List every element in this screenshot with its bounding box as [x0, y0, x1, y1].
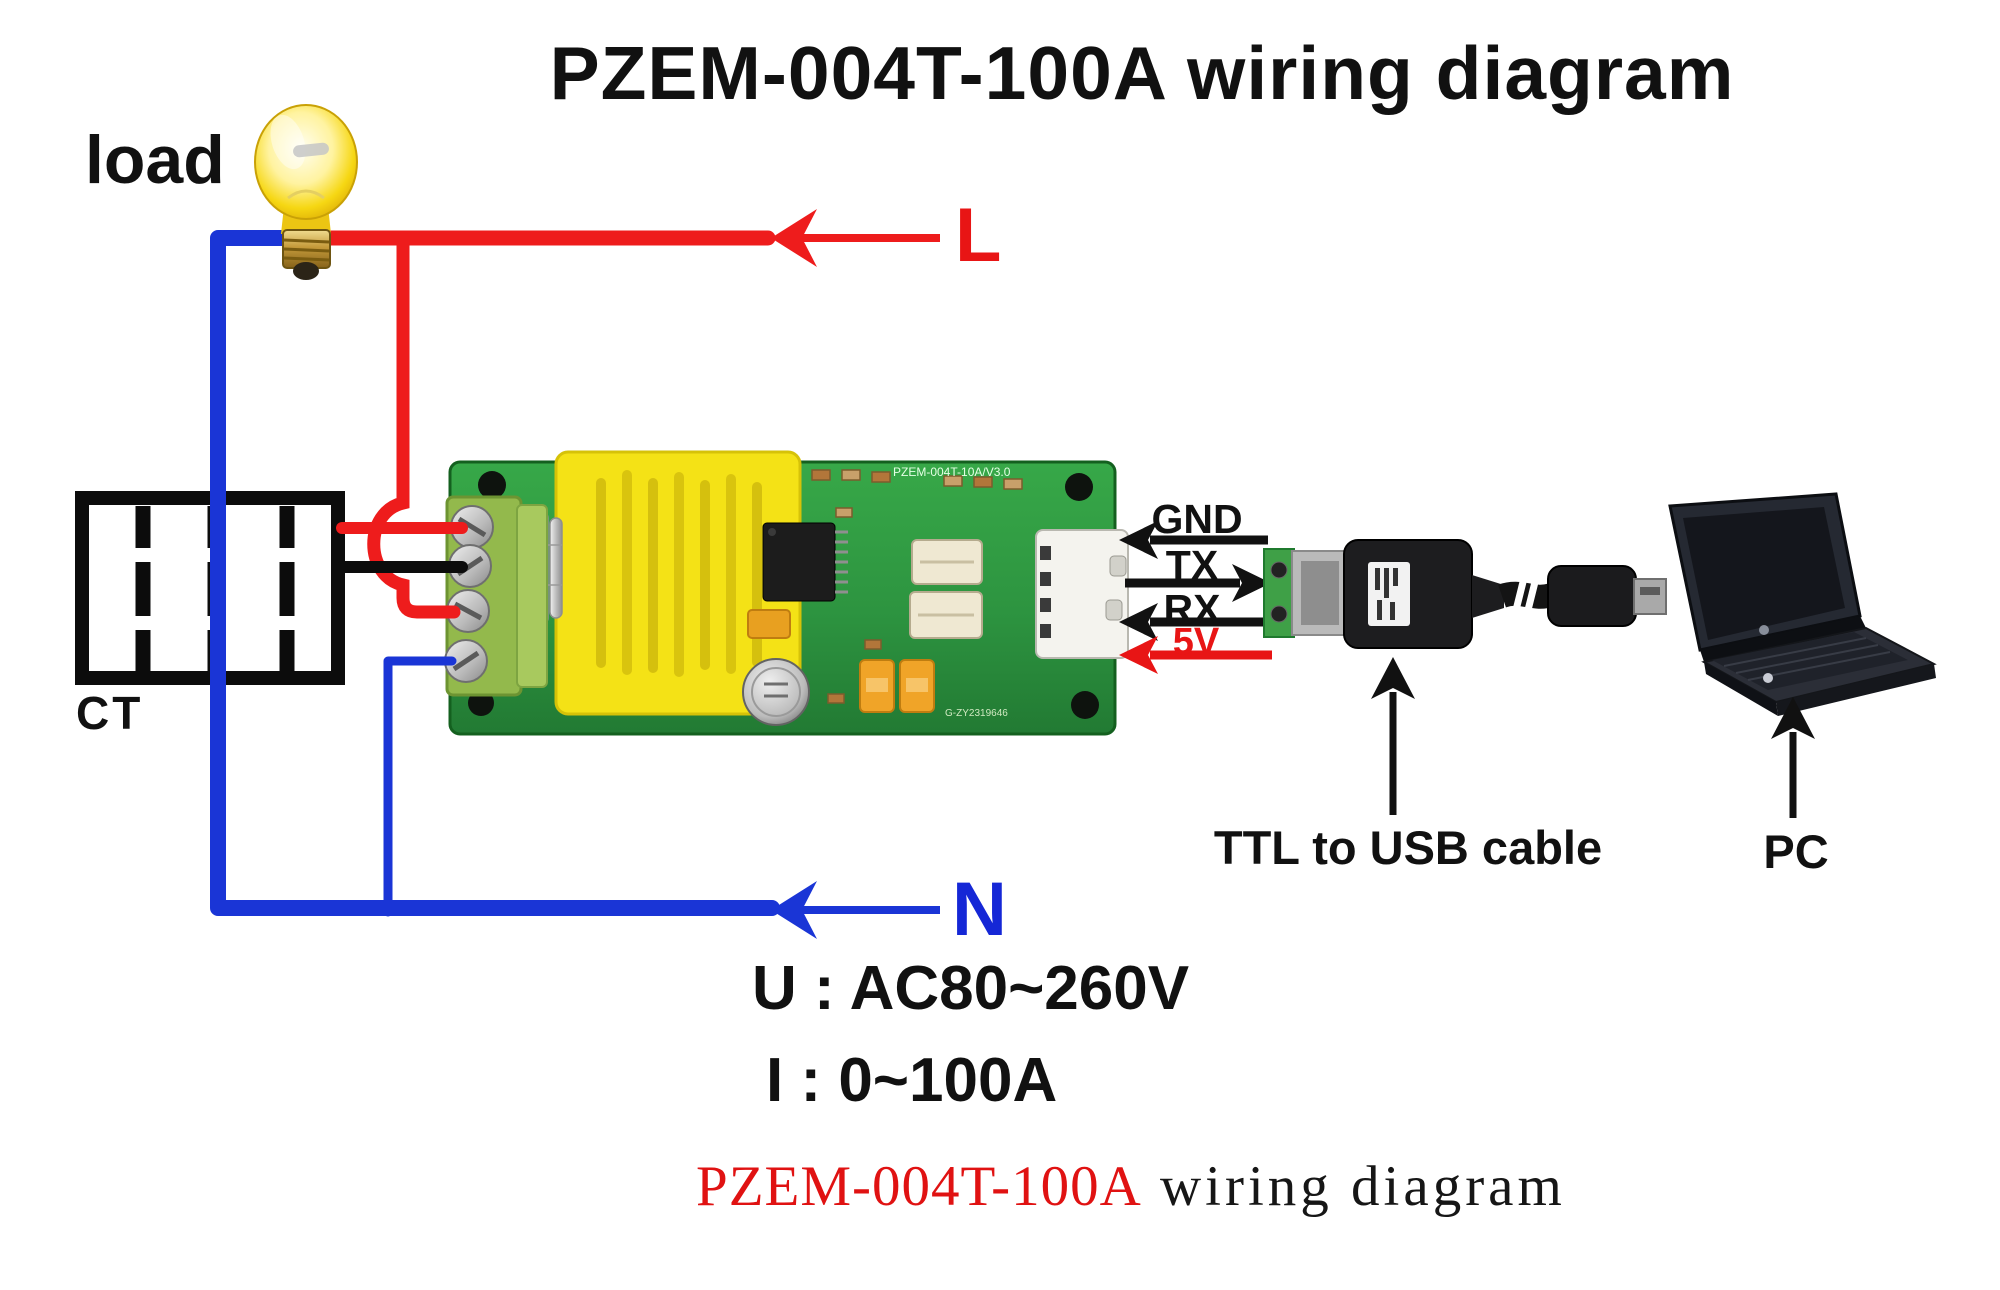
5v-label: 5V [1172, 621, 1220, 663]
neutral-branch-wire [383, 656, 457, 917]
pcb-silk-bottom-text: G-ZY2319646 [945, 708, 1008, 719]
tx-label: TX [1165, 542, 1219, 588]
current-spec: I : 0~100A [766, 1046, 1058, 1115]
laptop-screen [1683, 507, 1845, 640]
line-arrow [771, 209, 940, 267]
wiring [210, 230, 780, 917]
metering-ic [762, 522, 848, 602]
mounting-hole [1065, 473, 1093, 501]
optocouplers [909, 539, 983, 639]
rx-arrow [1119, 603, 1268, 641]
ttl-usb-adapter [1263, 539, 1667, 649]
neutral-wire [210, 230, 780, 916]
pc-laptop [1668, 492, 1937, 716]
pzem-module-board: PZEM-004T-10A/V3.0 G-ZY2319646 [444, 450, 1129, 736]
ttl-cable-label: TTL to USB cable [1213, 821, 1603, 874]
live-drop-wire [367, 231, 461, 619]
electrolytic-capacitor [742, 658, 810, 726]
pc-pointer-arrow [1771, 697, 1815, 818]
ttl-cable-pointer-arrow [1371, 657, 1415, 815]
laptop-keyboard [1712, 632, 1908, 690]
mounting-hole [1071, 691, 1099, 719]
usb-plug-body [1547, 565, 1637, 627]
laptop-logo [1759, 625, 1769, 635]
bottom-caption: PZEM-004T-100A wiring diagram [696, 1158, 1566, 1215]
gnd-arrow [1119, 521, 1268, 559]
caption-rest: wiring diagram [1141, 1155, 1566, 1218]
jst-connector [1035, 529, 1129, 659]
usb-cable [1498, 581, 1556, 609]
5v-arrow [1119, 636, 1272, 674]
pcb-silk-top-text: PZEM-004T-10A/V3.0 [893, 465, 1011, 479]
load-bulb-icon [254, 104, 358, 280]
caption-model: PZEM-004T-100A [696, 1155, 1142, 1218]
line-label: L [955, 193, 1002, 278]
pc-label: PC [1763, 825, 1829, 878]
neutral-label: N [952, 867, 1007, 952]
page-title: PZEM-004T-100A wiring diagram [549, 31, 1735, 115]
ct-label: CT [76, 687, 144, 739]
load-label: load [85, 122, 225, 198]
orange-capacitors [747, 609, 935, 713]
neutral-arrow [771, 881, 940, 939]
usb-plug-metal [1633, 578, 1667, 615]
voltage-spec: U : AC80~260V [752, 954, 1190, 1023]
mounting-hole [478, 471, 506, 499]
rx-label: RX [1163, 586, 1221, 632]
tx-arrow [1125, 564, 1271, 602]
gnd-label: GND [1151, 496, 1243, 542]
laptop-touchpad-dot [1763, 673, 1773, 683]
